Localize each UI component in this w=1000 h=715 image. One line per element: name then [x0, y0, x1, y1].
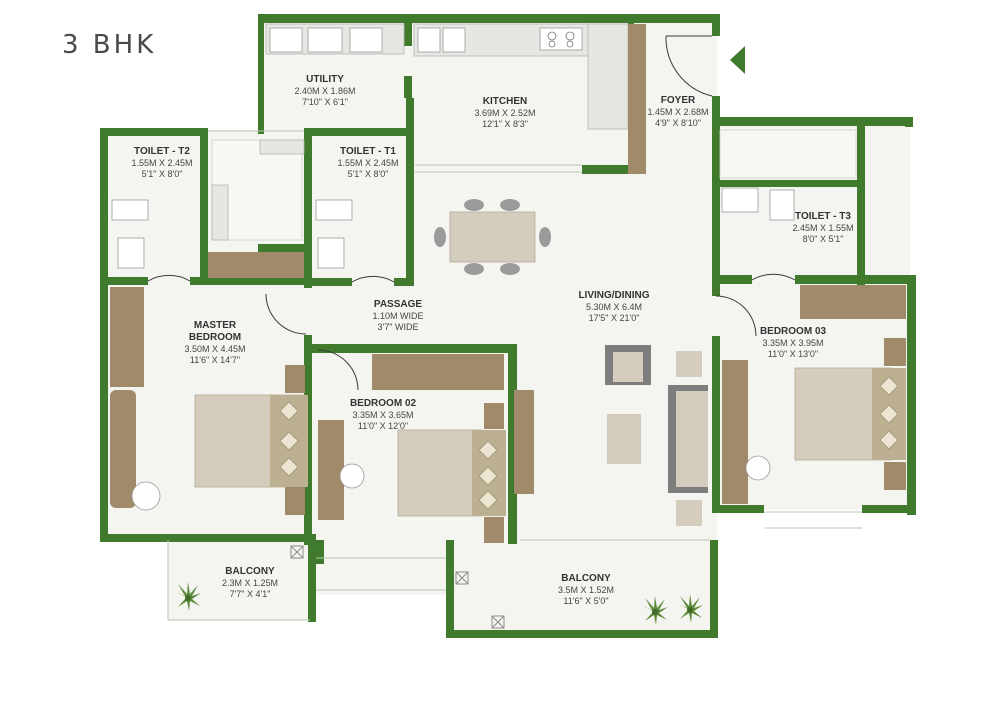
label-toilet-t2: TOILET - T2 1.55M X 2.45M 5'1" X 8'0"	[131, 146, 192, 179]
label-balcony-1: BALCONY 2.3M X 1.25M 7'7" X 4'1"	[222, 566, 278, 599]
entry-arrow-icon	[730, 46, 745, 74]
label-kitchen: KITCHEN 3.69M X 2.52M 12'1" X 8'3"	[474, 96, 535, 129]
room-dimension-feet: 11'0" X 13'0"	[768, 349, 818, 359]
room-name: TOILET - T2	[134, 146, 190, 157]
room-name: BALCONY	[225, 566, 275, 577]
room-labels: UTILITY 2.40M X 1.86M 7'10" X 6'1" KITCH…	[131, 74, 853, 606]
doors	[147, 35, 796, 391]
room-dimension-feet: 8'0" X 5'1"	[803, 234, 844, 244]
room-dimension-metric: 1.55M X 2.45M	[337, 158, 398, 168]
room-name: TOILET - T1	[340, 146, 396, 157]
room-dimension-metric: 1.45M X 2.68M	[647, 107, 708, 117]
label-foyer: FOYER 1.45M X 2.68M 4'9" X 8'10"	[647, 95, 708, 128]
room-dimension-metric: 5.30M X 6.4M	[586, 302, 642, 312]
label-passage: PASSAGE 1.10M WIDE 3'7" WIDE	[372, 299, 423, 332]
room-dimension-feet: 11'6" X 5'0"	[563, 596, 608, 606]
room-dimension-metric: 2.45M X 1.55M	[792, 223, 853, 233]
room-dimension-feet: 5'1" X 8'0"	[348, 169, 389, 179]
room-dimension-metric: 1.10M WIDE	[372, 311, 423, 321]
room-name: TOILET - T3	[795, 211, 851, 222]
room-dimension-feet: 3'7" WIDE	[378, 322, 419, 332]
label-toilet-t3: TOILET - T3 2.45M X 1.55M 8'0" X 5'1"	[792, 211, 853, 244]
room-dimension-feet: 7'7" X 4'1"	[230, 589, 271, 599]
room-dimension-feet: 12'1" X 8'3"	[482, 119, 528, 129]
room-dimension-feet: 17'5" X 21'0"	[589, 313, 640, 323]
room-dimension-metric: 3.5M X 1.52M	[558, 585, 614, 595]
label-balcony-2: BALCONY 3.5M X 1.52M 11'6" X 5'0"	[558, 573, 614, 606]
room-dimension-feet: 4'9" X 8'10"	[655, 118, 701, 128]
room-name: FOYER	[661, 95, 696, 106]
room-name: BEDROOM	[189, 332, 241, 343]
room-dimension-feet: 11'6" X 14'7"	[190, 355, 240, 365]
room-name: LIVING/DINING	[578, 290, 649, 301]
room-dimension-metric: 3.35M X 3.65M	[352, 410, 413, 420]
room-dimension-feet: 11'0" X 12'0"	[358, 421, 408, 431]
plan-title: 3 BHK	[62, 30, 157, 60]
room-name: BEDROOM 03	[760, 326, 827, 337]
room-dimension-metric: 1.55M X 2.45M	[131, 158, 192, 168]
room-dimension-feet: 5'1" X 8'0"	[142, 169, 183, 179]
label-toilet-t1: TOILET - T1 1.55M X 2.45M 5'1" X 8'0"	[337, 146, 398, 179]
room-dimension-metric: 2.3M X 1.25M	[222, 578, 278, 588]
label-bedroom-02: BEDROOM 02 3.35M X 3.65M 11'0" X 12'0"	[350, 398, 417, 431]
room-dimension-metric: 3.50M X 4.45M	[184, 344, 245, 354]
room-name: UTILITY	[306, 74, 344, 85]
label-living-dining: LIVING/DINING 5.30M X 6.4M 17'5" X 21'0"	[578, 290, 649, 323]
fixtures	[110, 23, 906, 543]
label-master-bedroom: MASTER BEDROOM 3.50M X 4.45M 11'6" X 14'…	[184, 320, 245, 365]
room-dimension-feet: 7'10" X 6'1"	[302, 97, 348, 107]
room-name: BEDROOM 02	[350, 398, 417, 409]
room-name: PASSAGE	[374, 299, 422, 310]
room-name: MASTER	[194, 320, 237, 331]
label-bedroom-03: BEDROOM 03 3.35M X 3.95M 11'0" X 13'0"	[760, 326, 827, 359]
window-strips	[167, 130, 862, 621]
label-utility: UTILITY 2.40M X 1.86M 7'10" X 6'1"	[294, 74, 355, 107]
room-dimension-metric: 3.35M X 3.95M	[762, 338, 823, 348]
room-name: BALCONY	[561, 573, 611, 584]
room-dimension-metric: 3.69M X 2.52M	[474, 108, 535, 118]
room-name: KITCHEN	[483, 96, 527, 107]
room-dimension-metric: 2.40M X 1.86M	[294, 86, 355, 96]
